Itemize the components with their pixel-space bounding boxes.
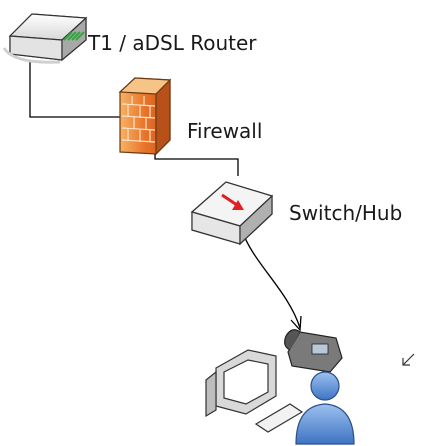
router-icon: [2, 13, 88, 64]
switch-icon: [190, 181, 274, 246]
firewall-icon: [118, 77, 172, 156]
cursor-arrow-icon: [402, 353, 415, 366]
computer-monitor-icon: [205, 349, 277, 418]
firewall-label: Firewall: [187, 119, 263, 143]
router-label: T1 / aDSL Router: [88, 31, 257, 55]
switch-arrow-icon: [221, 193, 244, 210]
switch-label: Switch/Hub: [289, 201, 403, 225]
keyboard-icon: [254, 403, 304, 433]
edge-switch-workstation: [241, 229, 302, 332]
user-icon: [295, 371, 355, 445]
workstation-user-icon: [205, 329, 355, 445]
phone-icon: [284, 329, 343, 373]
edge-router-firewall: [29, 60, 120, 118]
